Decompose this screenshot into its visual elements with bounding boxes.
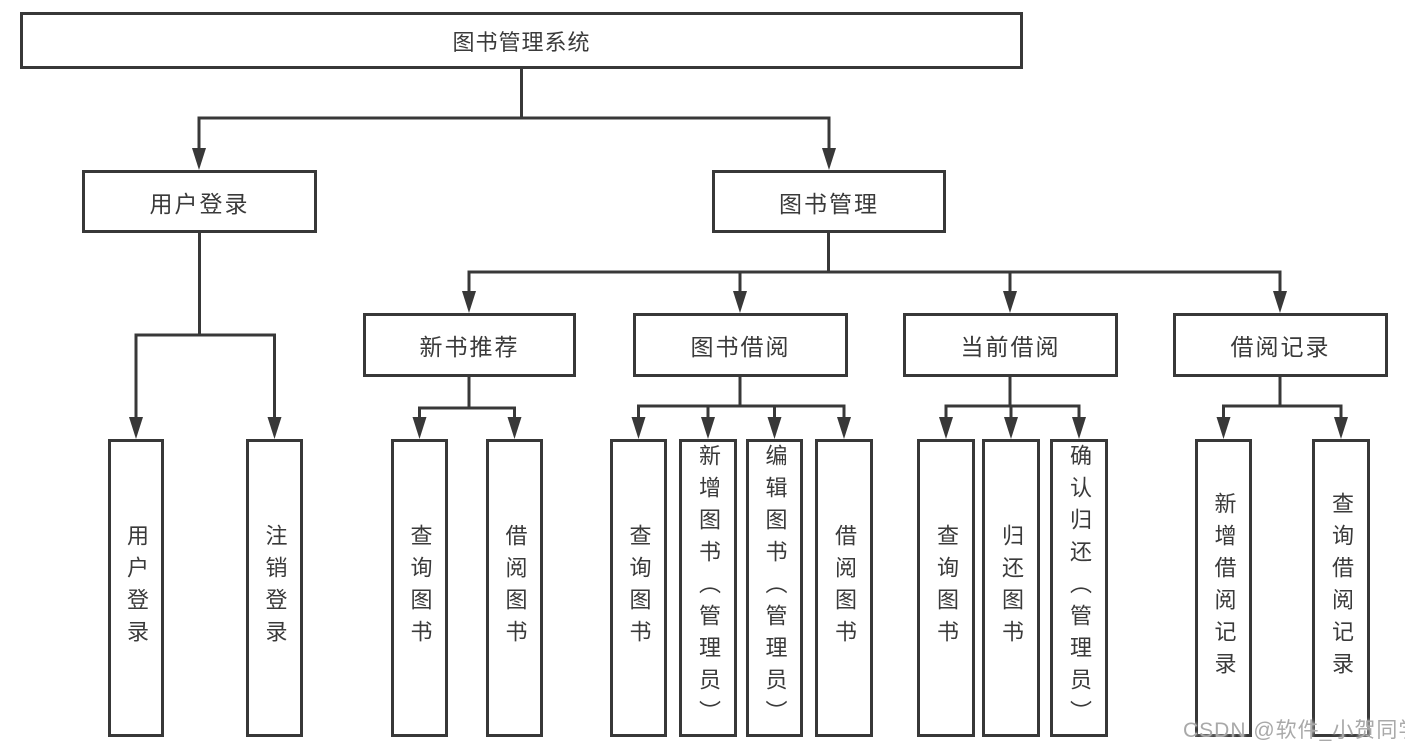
- leaf-add-borrow-record: 新增借阅记录: [1195, 439, 1252, 737]
- node-new-book-recommend: 新书推荐: [363, 313, 576, 377]
- arrowhead-icon: [1216, 417, 1231, 439]
- arrowhead-icon: [192, 148, 206, 170]
- connector-borrow-record-children: [1222, 377, 1343, 421]
- leaf-borrow-book-2: 借阅图书: [815, 439, 873, 737]
- leaf-query-book-1: 查询图书: [391, 439, 448, 737]
- connector-user-login-children: [134, 232, 276, 421]
- arrowhead-icon: [822, 148, 836, 170]
- leaf-logout: 注销登录: [246, 439, 303, 737]
- arrowhead-icon: [507, 417, 522, 439]
- connector-book-borrow-children: [637, 377, 846, 421]
- arrowhead-icon: [767, 417, 782, 439]
- node-book-borrow: 图书借阅: [633, 313, 848, 377]
- leaf-borrow-book-1: 借阅图书: [486, 439, 543, 737]
- connector-root-to-level1: [197, 68, 831, 152]
- arrowhead-icon: [1334, 417, 1348, 439]
- arrowhead-icon: [939, 417, 953, 439]
- leaf-edit-book-admin: 编辑图书（管理员）: [746, 439, 803, 737]
- arrowhead-icon: [462, 291, 476, 313]
- arrowhead-icon: [1273, 291, 1287, 313]
- arrowhead-icon: [129, 417, 143, 439]
- leaf-query-book-2: 查询图书: [610, 439, 667, 737]
- leaf-query-book-3: 查询图书: [917, 439, 975, 737]
- leaf-return-book: 归还图书: [982, 439, 1040, 737]
- arrowhead-icon: [267, 417, 282, 439]
- arrowhead-icon: [1003, 291, 1017, 313]
- arrowhead-icon: [701, 417, 715, 439]
- arrowhead-icon: [733, 291, 747, 313]
- leaf-confirm-return-admin: 确认归还（管理员）: [1050, 439, 1108, 737]
- connector-current-borrow-children: [944, 377, 1081, 421]
- leaf-user-login: 用户登录: [108, 439, 164, 737]
- arrowhead-icon: [1072, 417, 1086, 439]
- node-book-management: 图书管理: [712, 170, 946, 233]
- arrowhead-icon: [1004, 417, 1018, 439]
- leaf-query-borrow-record: 查询借阅记录: [1312, 439, 1370, 737]
- arrowhead-icon: [837, 417, 851, 439]
- node-user-login: 用户登录: [82, 170, 317, 233]
- arrowhead-icon: [412, 417, 427, 439]
- node-root-system: 图书管理系统: [20, 12, 1023, 69]
- csdn-watermark: CSDN @软件_小贺同学: [1183, 719, 1405, 742]
- node-borrow-record: 借阅记录: [1173, 313, 1388, 377]
- arrowhead-icon: [631, 417, 646, 439]
- node-current-borrow: 当前借阅: [903, 313, 1118, 377]
- connector-new-book-children: [418, 377, 516, 421]
- leaf-add-book-admin: 新增图书（管理员）: [679, 439, 737, 737]
- connector-book-management-children: [467, 232, 1282, 295]
- arrowheads: [129, 148, 1348, 439]
